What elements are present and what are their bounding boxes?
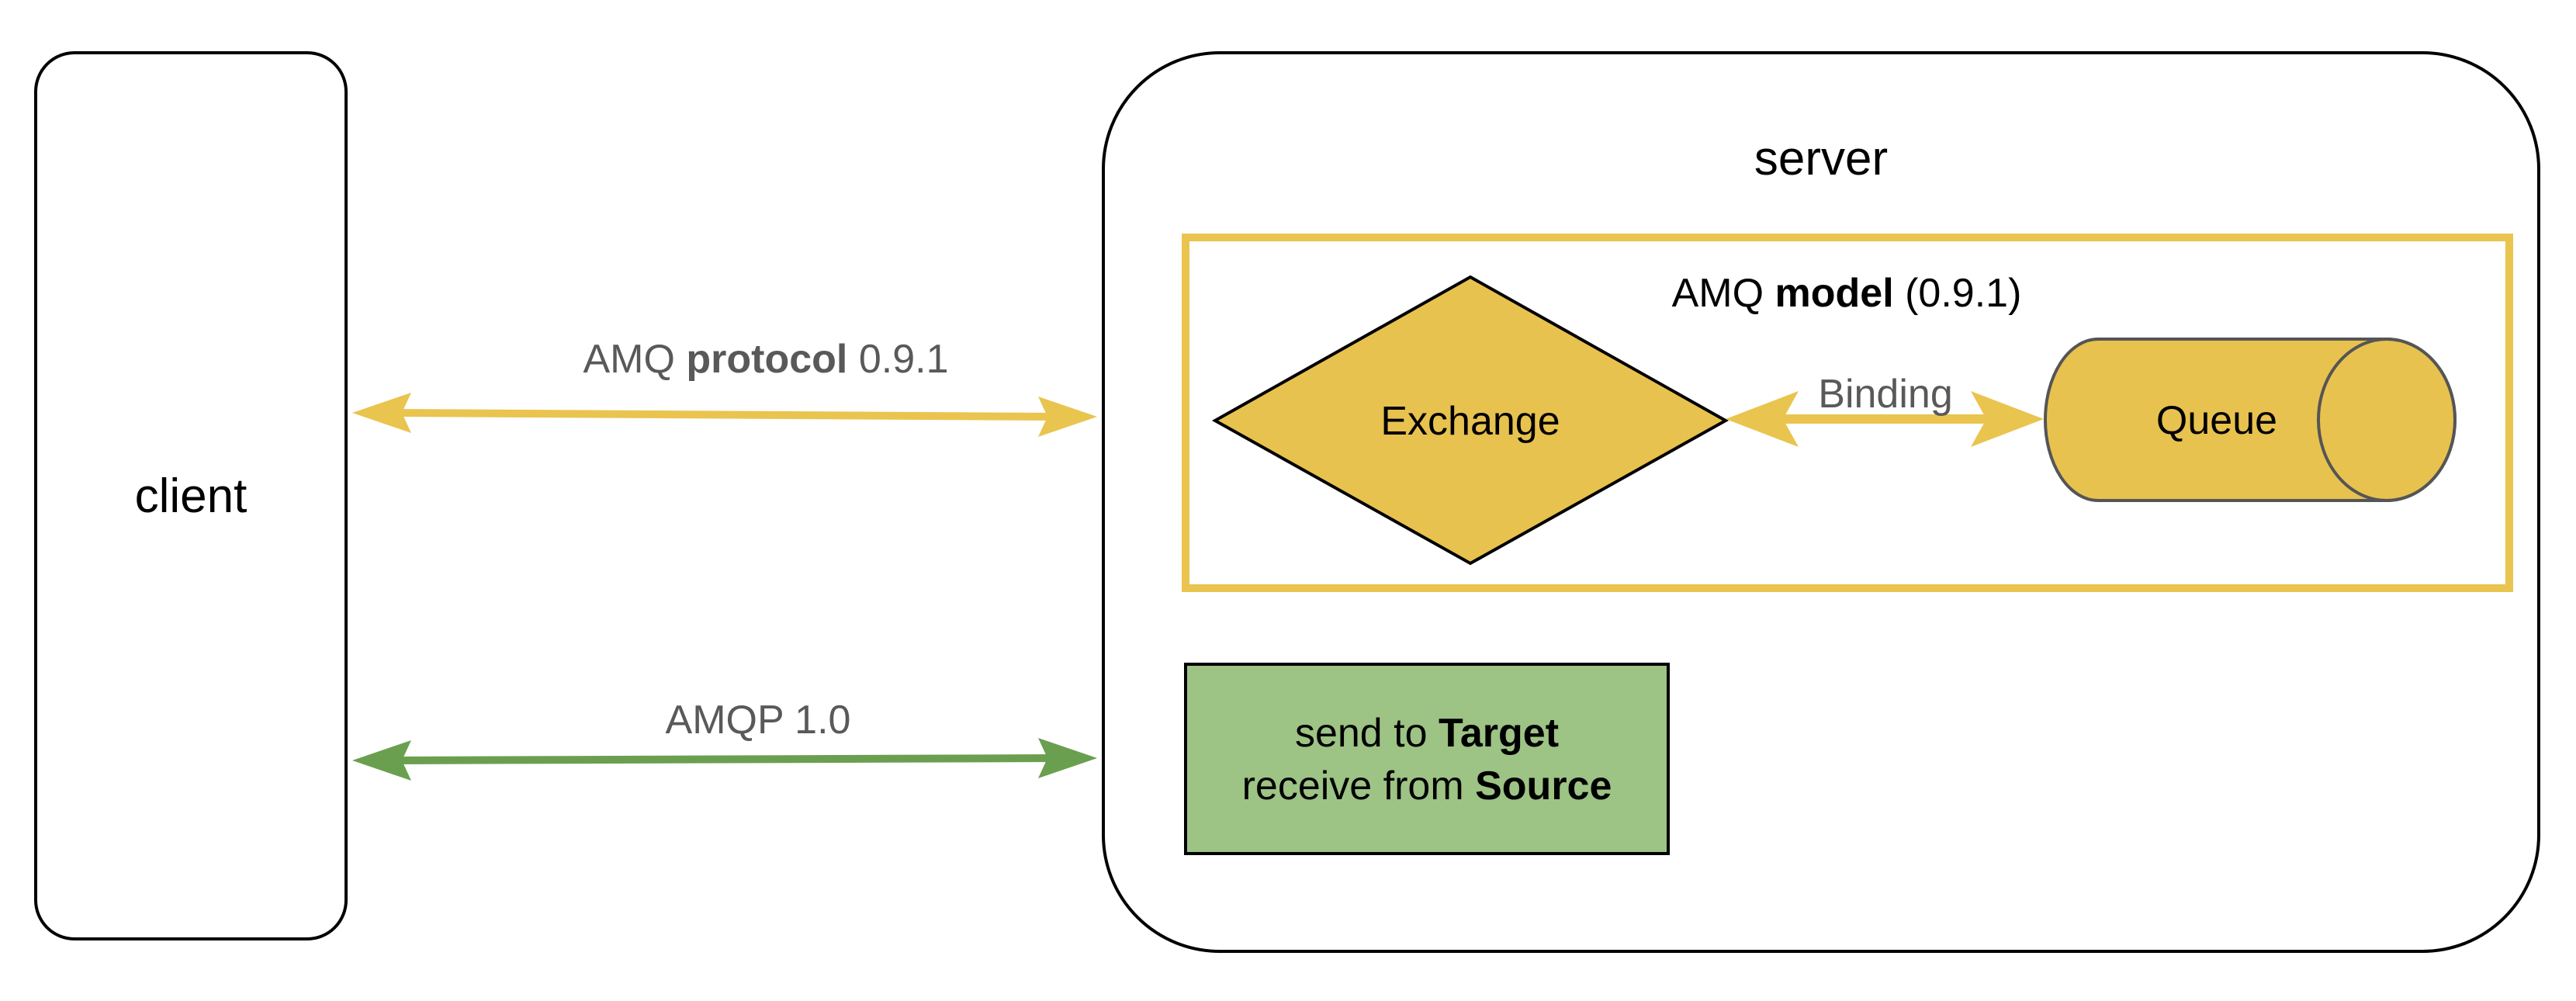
client-box (34, 51, 348, 940)
amq-model-label-suffix: (0.9.1) (1894, 271, 2022, 316)
binding-arrow: Binding (1726, 372, 2044, 447)
amq-protocol-arrowhead-left (352, 393, 411, 433)
exchange-diamond (1211, 275, 1729, 566)
server-label: server (1754, 132, 1888, 185)
amq-model-label-prefix: AMQ (1672, 271, 1775, 316)
amq-model-label-bold: model (1775, 271, 1894, 316)
amq-protocol-label-bold: protocol (686, 337, 847, 382)
binding-label: Binding (1818, 372, 1952, 417)
amqp-10-arrowhead-left (352, 740, 411, 781)
amq-protocol-label-prefix: AMQ (583, 337, 687, 382)
amq-model-group: AMQ model (0.9.1) (1182, 234, 2513, 592)
amqp-10-arrowhead-right (1038, 738, 1097, 778)
amq-protocol-arrow: AMQ protocol 0.9.1 (352, 337, 1097, 437)
link-endpoints-line1-prefix: send to (1295, 711, 1439, 756)
link-endpoints-box (1184, 663, 1670, 855)
link-endpoints-line2: receive from Source (1242, 764, 1612, 809)
link-endpoints-line2-bold: Source (1475, 764, 1612, 809)
link-endpoints-node: send to Target receive from Source (1184, 663, 1670, 855)
link-endpoints-line1-bold: Target (1439, 711, 1559, 756)
exchange-label: Exchange (1380, 399, 1560, 444)
client-label: client (135, 469, 248, 523)
amqp-10-arrow-line (395, 754, 1056, 764)
queue-cylinder-end (2317, 338, 2457, 502)
amq-model-label: AMQ model (0.9.1) (1672, 271, 2022, 316)
amq-protocol-arrow-line (395, 409, 1056, 421)
queue-node: Queue (2044, 338, 2457, 502)
amq-protocol-label-suffix: 0.9.1 (847, 337, 948, 382)
amq-protocol-arrowhead-right (1038, 397, 1097, 437)
amq-protocol-label: AMQ protocol 0.9.1 (583, 337, 949, 382)
client-node: client (34, 51, 348, 940)
exchange-node: Exchange (1211, 275, 1729, 566)
binding-arrowhead-right (1971, 391, 2044, 447)
amq-model-box (1182, 234, 2513, 592)
queue-label: Queue (2156, 398, 2277, 443)
link-endpoints-line2-prefix: receive from (1242, 764, 1476, 809)
binding-arrowhead-left (1726, 391, 1799, 447)
amqp-10-label: AMQP 1.0 (666, 698, 851, 743)
link-endpoints-line1: send to Target (1295, 711, 1559, 756)
amqp-10-arrow: AMQP 1.0 (352, 698, 1097, 781)
